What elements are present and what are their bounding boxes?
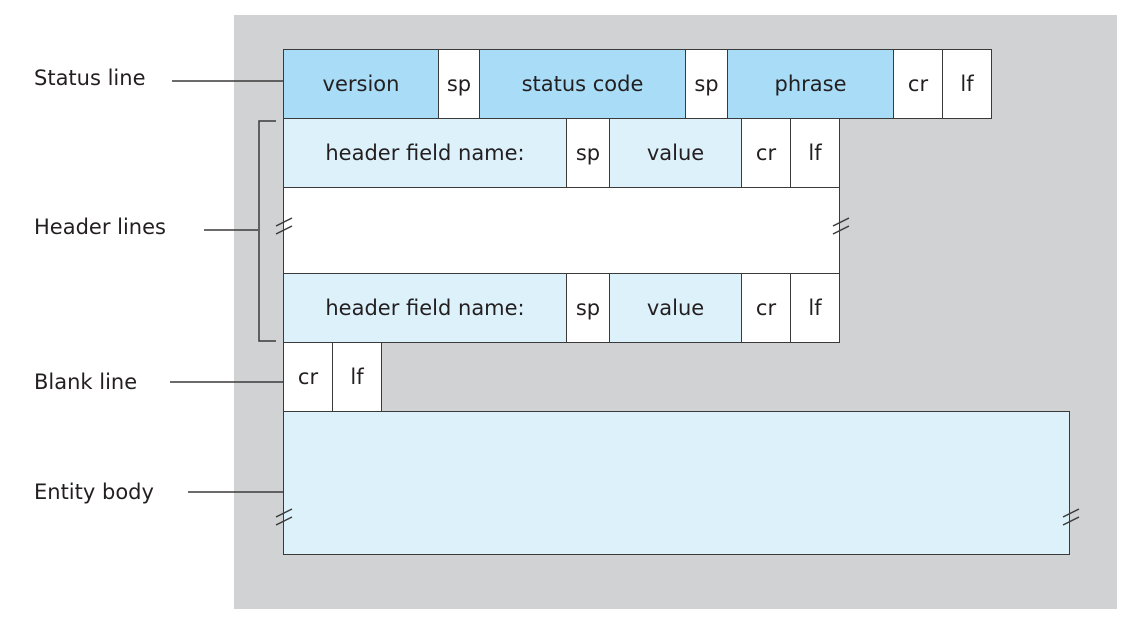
header-1-lf-cell: lf xyxy=(790,118,840,188)
header-1-value-cell: value xyxy=(609,118,742,188)
status-cr-cell: cr xyxy=(893,49,943,119)
status-code-cell: status code xyxy=(479,49,686,119)
entity-body-box xyxy=(283,411,1070,555)
header-lines-label: Header lines xyxy=(34,215,166,239)
status-sp-cell-1: sp xyxy=(438,49,480,119)
status-sp-cell-2: sp xyxy=(685,49,728,119)
entity-body-label: Entity body xyxy=(34,480,154,504)
header-2-cr-cell: cr xyxy=(741,273,791,343)
blank-lf-cell: lf xyxy=(332,342,382,412)
blank-cr-cell: cr xyxy=(283,342,333,412)
header-lines-ellipsis-box xyxy=(283,187,840,274)
header-2-value-cell: value xyxy=(609,273,742,343)
header-2-lf-cell: lf xyxy=(790,273,840,343)
status-version-cell: version xyxy=(283,49,439,119)
header-1-cr-cell: cr xyxy=(741,118,791,188)
header-1-field-name-cell: header field name: xyxy=(283,118,567,188)
header-2-sp-cell: sp xyxy=(566,273,610,343)
header-2-field-name-cell: header field name: xyxy=(283,273,567,343)
status-line-label: Status line xyxy=(34,66,146,90)
status-lf-cell: lf xyxy=(942,49,992,119)
blank-line-label: Blank line xyxy=(34,370,138,394)
status-phrase-cell: phrase xyxy=(727,49,894,119)
header-1-sp-cell: sp xyxy=(566,118,610,188)
